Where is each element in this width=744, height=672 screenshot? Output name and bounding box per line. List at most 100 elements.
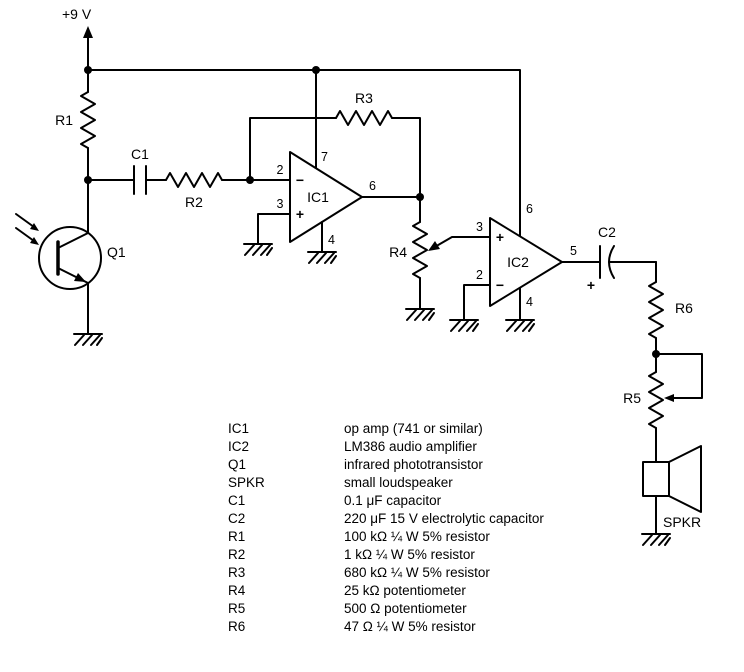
r4-wiper-arrow-icon (428, 241, 440, 251)
resistor-r1: R1 (55, 69, 96, 234)
part-desc: 47 Ω ¼ W 5% resistor (344, 619, 476, 634)
part-ref: Q1 (228, 457, 247, 472)
ic1-label: IC1 (307, 189, 329, 205)
resistor-r3-feedback: R3 (249, 90, 421, 198)
junction-dot (84, 66, 92, 74)
supply-arrow-icon (83, 26, 93, 38)
amplifier-ic2: IC2 + − 3 2 6 5 4 (449, 202, 601, 332)
resistor-zigzag (165, 172, 223, 188)
ground-icon (405, 308, 435, 321)
resistor-zigzag (80, 91, 96, 149)
transistor-circle (38, 226, 102, 290)
ic1-inverting-sign: − (296, 172, 304, 188)
junction-dot (84, 176, 92, 184)
amplifier-triangle (489, 217, 563, 307)
capacitor-c2: C2 + (587, 224, 657, 293)
resistor-zigzag (335, 110, 393, 126)
part-desc: infrared phototransistor (344, 457, 483, 472)
capacitor-c1: C1 (87, 146, 167, 195)
junction-dot (652, 350, 660, 358)
part-ref: R2 (228, 547, 246, 562)
parts-list-row: R4 25 kΩ potentiometer (228, 582, 544, 600)
c1-label: C1 (131, 146, 149, 162)
ic2-pin2-wire (463, 284, 491, 321)
part-ref: SPKR (228, 475, 265, 490)
opamp-triangle (289, 151, 363, 243)
emitter-wire (57, 267, 89, 335)
light-arrow-2 (15, 227, 35, 242)
junction-dot (416, 193, 424, 201)
ground-icon (641, 533, 671, 546)
r1-label: R1 (55, 112, 73, 128)
part-desc: 25 kΩ potentiometer (344, 583, 466, 598)
parts-list-row: R1 100 kΩ ¼ W 5% resistor (228, 528, 544, 546)
ic1-pin4-label: 4 (328, 233, 335, 247)
ic2-pin3-label: 3 (476, 220, 483, 234)
r5-wiper-wire (655, 353, 703, 399)
part-ref: R5 (228, 601, 246, 616)
r2-label: R2 (185, 194, 203, 210)
parts-list-row: R5 500 Ω potentiometer (228, 600, 544, 618)
part-ref: R3 (228, 565, 246, 580)
spkr-label: SPKR (663, 514, 701, 530)
ic1-noninverting-sign: + (296, 206, 304, 222)
ic1-pin2-label: 2 (277, 163, 284, 177)
part-ref: R4 (228, 583, 246, 598)
part-desc: 0.1 μF capacitor (344, 493, 442, 508)
ic1-pin7-label: 7 (321, 150, 328, 164)
parts-list-row: C1 0.1 μF capacitor (228, 492, 544, 510)
resistor-r2: R2 (165, 172, 291, 210)
part-desc: 500 Ω potentiometer (344, 601, 467, 616)
junction-dot (312, 66, 320, 74)
part-ref: IC1 (228, 421, 250, 436)
opamp-ic1: IC1 − + 2 3 7 6 4 (243, 150, 421, 264)
parts-list-row: R3 680 kΩ ¼ W 5% resistor (228, 564, 544, 582)
collector-wire (57, 232, 89, 249)
light-arrowhead-1-icon (30, 223, 39, 231)
part-ref: C1 (228, 493, 246, 508)
parts-list-row: R6 47 Ω ¼ W 5% resistor (228, 618, 544, 636)
ic2-pin6-label: 6 (526, 202, 533, 216)
r4-label: R4 (389, 244, 407, 260)
resistor-r6: R6 (648, 261, 693, 355)
part-ref: R1 (228, 529, 246, 544)
parts-list-row: IC1 op amp (741 or similar) (228, 420, 544, 438)
light-arrowhead-2-icon (30, 237, 39, 245)
capacitor-plates (133, 165, 147, 195)
rail-wire (87, 69, 521, 237)
parts-list-row: Q1 infrared phototransistor (228, 456, 544, 474)
c2-label: C2 (598, 224, 616, 240)
ic1-pin6-label: 6 (369, 179, 376, 193)
ground-icon (505, 319, 535, 332)
ic2-pin2-label: 2 (476, 268, 483, 282)
speaker-cone (668, 445, 702, 513)
speaker-spkr: SPKR (641, 445, 702, 546)
parts-list-row: C2 220 μF 15 V electrolytic capacitor (228, 510, 544, 528)
speaker-coil (642, 461, 670, 497)
potentiometer-r5: R5 (623, 353, 703, 463)
ic2-noninverting-sign: + (496, 229, 504, 245)
supply-label: +9 V (62, 6, 92, 22)
resistor-zigzag (648, 371, 664, 429)
r4-wiper-wire (432, 236, 491, 249)
part-ref: C2 (228, 511, 246, 526)
resistor-zigzag (648, 281, 664, 339)
resistor-zigzag (412, 221, 428, 279)
potentiometer-r4: R4 (389, 196, 491, 321)
light-arrow-1 (15, 213, 35, 228)
part-desc: small loudspeaker (344, 475, 453, 490)
parts-list: IC1 op amp (741 or similar) IC2 LM386 au… (228, 420, 544, 636)
junction-dot (246, 176, 254, 184)
emitter-arrow-icon (74, 273, 86, 282)
ground-icon (243, 243, 273, 256)
r5-label: R5 (623, 390, 641, 406)
ic2-label: IC2 (507, 254, 529, 270)
c2-polarity-sign: + (587, 277, 595, 293)
part-ref: R6 (228, 619, 246, 634)
junction-dots (84, 66, 660, 358)
parts-list-row: R2 1 kΩ ¼ W 5% resistor (228, 546, 544, 564)
part-desc: 1 kΩ ¼ W 5% resistor (344, 547, 475, 562)
part-desc: 680 kΩ ¼ W 5% resistor (344, 565, 490, 580)
